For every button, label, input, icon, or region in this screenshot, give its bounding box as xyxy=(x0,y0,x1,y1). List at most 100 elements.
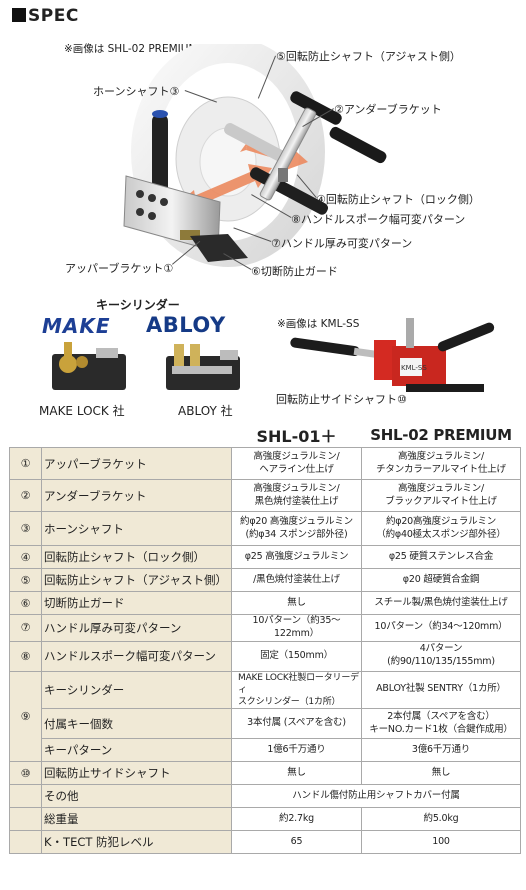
row-number xyxy=(9,807,42,832)
row-value-shl02: ABLOY社製 SENTRY（1カ所） xyxy=(361,670,521,710)
row-number: ⑧ xyxy=(9,640,42,672)
row-value-shl02: 4パターン(約90/110/135/155mm) xyxy=(361,640,521,672)
row-number xyxy=(9,830,42,855)
row-value-shl01: 3本付属 (スペアを含む) xyxy=(231,708,362,740)
row-item-label: ハンドルスポーク幅可変パターン xyxy=(41,640,232,672)
row-value-shl02: 無し xyxy=(361,761,521,786)
row-item-label: アッパーブラケット xyxy=(41,447,232,480)
callout-8-spoke-width: ⑧ハンドルスポーク幅可変パターン xyxy=(291,213,466,226)
spec-title-text: SPEC xyxy=(28,6,79,26)
row-value-both: ハンドル傷付防止用シャフトカバー付属 xyxy=(231,784,521,809)
row-value-shl02: スチール製/黒色焼付塗装仕上げ xyxy=(361,591,521,615)
callout-3-horn-shaft: ホーンシャフト③ xyxy=(93,85,180,98)
row-item-label: 回転防止サイドシャフト xyxy=(41,761,232,786)
row-value-shl02: φ25 硬質ステンレス合金 xyxy=(361,545,521,569)
row-item-label: K・TECT 防犯レベル xyxy=(41,830,232,855)
row-number: ⑤ xyxy=(9,568,42,592)
row-number: ① xyxy=(9,447,42,480)
row-number: ⑥ xyxy=(9,591,42,615)
row-number: ⑦ xyxy=(9,614,42,642)
horn-shaft xyxy=(152,114,168,198)
callout-4-lock-shaft: ④回転防止シャフト（ロック側） xyxy=(316,193,480,206)
row-value-shl01: 65 xyxy=(231,830,362,855)
row-item-label: 回転防止シャフト（アジャスト側） xyxy=(41,568,232,592)
abloy-lock-image xyxy=(166,344,240,390)
under-bracket xyxy=(259,107,317,201)
key-cylinder-title: キーシリンダー xyxy=(96,298,180,312)
row-value-shl01: 無し xyxy=(231,761,362,786)
row-value-shl02: 10パターン（約34～120mm） xyxy=(361,614,521,642)
row-number: ② xyxy=(9,479,42,512)
row-value-shl01: 10パターン（約35～122mm） xyxy=(231,614,362,642)
row-value-shl02: 約φ20高強度ジュラルミン（約φ40極太スポンジ部外径） xyxy=(361,511,521,546)
callout-5-adjust-shaft: ⑤回転防止シャフト（アジャスト側） xyxy=(276,50,461,63)
row-value-shl02: 高強度ジュラルミン/チタンカラーアルマイト仕上げ xyxy=(361,447,521,480)
callout-6-cutting-guard: ⑥切断防止ガード xyxy=(251,265,338,278)
callout-2-under-bracket: ②アンダーブラケット xyxy=(334,103,442,116)
row-item-label: キーシリンダー xyxy=(41,670,232,710)
adjust-side-shaft xyxy=(224,123,288,163)
row-value-shl02: 2本付属（スペアを含む）キーNO.カード1枚（合鍵作成用） xyxy=(361,708,521,740)
row-value-shl01: 高強度ジュラルミン/ヘアライン仕上げ xyxy=(231,447,362,480)
row-item-label: 総重量 xyxy=(41,807,232,832)
kml-plate-label: KML-SS xyxy=(401,364,427,372)
row-value-shl02: 100 xyxy=(361,830,521,855)
abloy-logo: ABLOY xyxy=(146,313,226,337)
table-row: その他ハンドル傷付防止用シャフトカバー付属 xyxy=(9,784,521,809)
black-square-icon xyxy=(12,8,26,22)
row-value-shl01: /黒色焼付塗装仕上げ xyxy=(231,568,362,592)
row-value-shl01: 固定（150mm） xyxy=(231,640,362,672)
callout-10-side-shaft: 回転防止サイドシャフト⑩ xyxy=(276,393,407,406)
make-logo: MAKE xyxy=(42,314,111,338)
row-number xyxy=(9,784,42,809)
row-number: ⑨ xyxy=(9,670,42,763)
model-header-shl02: SHL-02 PREMIUM xyxy=(361,423,521,448)
row-value-shl02: 高強度ジュラルミン/ブラックアルマイト仕上げ xyxy=(361,479,521,512)
row-value-shl01: 約2.7kg xyxy=(231,807,362,832)
image-note-shl02: ※画像は SHL-02 PREMIUM xyxy=(64,43,198,55)
make-lock-image xyxy=(52,342,126,390)
callout-1-upper-bracket: アッパーブラケット① xyxy=(65,262,174,275)
row-item-label: ホーンシャフト xyxy=(41,511,232,546)
row-number: ④ xyxy=(9,545,42,569)
row-item-label: その他 xyxy=(41,784,232,809)
table-header-row: SHL-01＋ SHL-02 PREMIUM xyxy=(10,423,521,448)
row-item-label: アンダーブラケット xyxy=(41,479,232,512)
row-value-shl01: 約φ20 高強度ジュラルミン(約φ34 スポンジ部外径) xyxy=(231,511,362,546)
under-bracket-bar-bottom xyxy=(329,126,387,164)
row-item-label: キーパターン xyxy=(41,738,232,763)
row-item-label: 切断防止ガード xyxy=(41,591,232,615)
callout-7-thickness: ⑦ハンドル厚み可変パターン xyxy=(271,237,413,250)
cutting-guard xyxy=(190,234,248,262)
row-item-label: 付属キー個数 xyxy=(41,708,232,740)
side-shaft-image: KML-SS xyxy=(290,318,495,392)
row-value-shl01: 高強度ジュラルミン/黒色焼付塗装仕上げ xyxy=(231,479,362,512)
make-lock-caption: MAKE LOCK 社 xyxy=(39,404,125,418)
image-note-kml: ※画像は KML-SS xyxy=(277,318,360,330)
under-bracket-bar-top xyxy=(290,91,342,125)
model-header-shl01: SHL-01＋ xyxy=(231,423,362,448)
row-value-shl01: φ25 高強度ジュラルミン xyxy=(231,545,362,569)
row-item-label: ハンドル厚み可変パターン xyxy=(41,614,232,642)
spec-heading: SPEC xyxy=(12,6,79,26)
row-value-shl02: 約5.0kg xyxy=(361,807,521,832)
row-number: ⑩ xyxy=(9,761,42,786)
row-value-shl02: 3億6千万通り xyxy=(361,738,521,763)
product-illustration xyxy=(123,44,387,267)
row-value-shl01: 1億6千万通り xyxy=(231,738,362,763)
row-value-shl01: MAKE LOCK社製ロータリーディスクシリンダー（1カ所） xyxy=(231,670,362,710)
row-value-shl02: φ20 超硬質合金鋼 xyxy=(361,568,521,592)
